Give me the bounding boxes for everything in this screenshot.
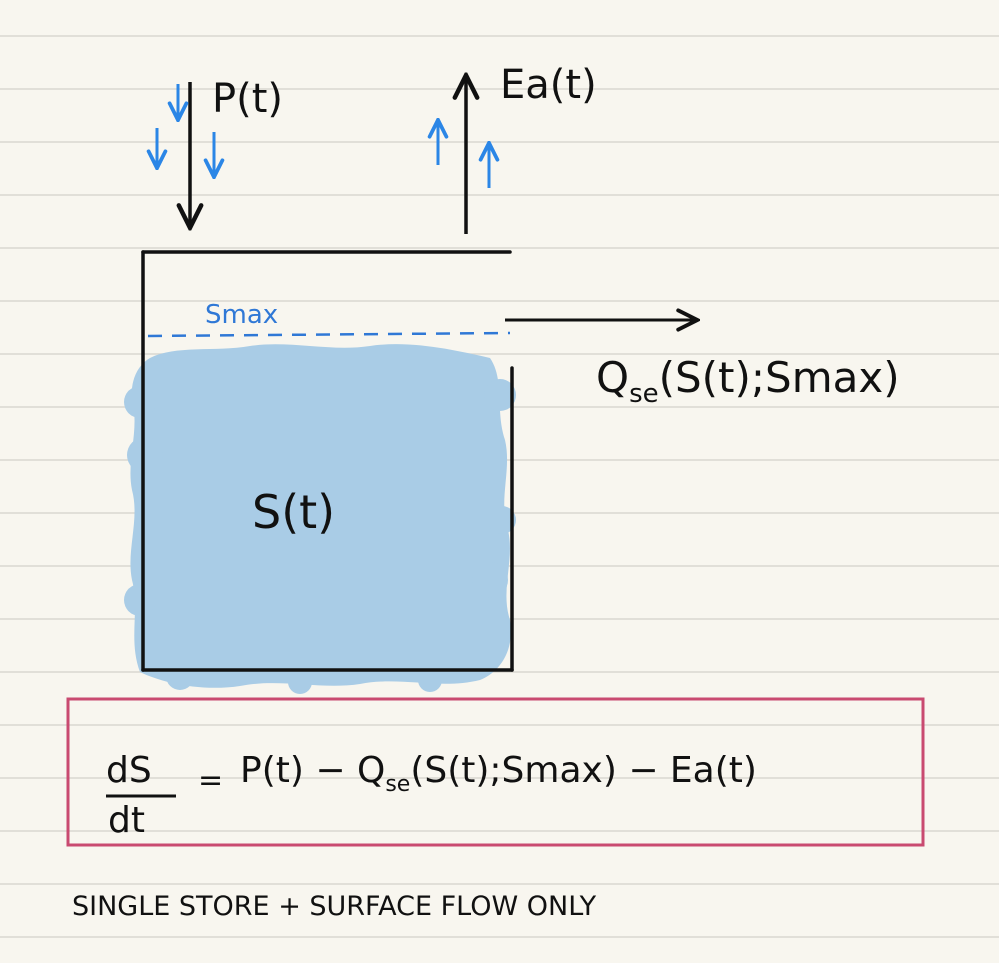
storage-bucket (141, 250, 514, 672)
equation-rhs-subscript: se (385, 772, 410, 797)
equation-rhs: P(t) − Qse(S(t);Smax) − Ea(t) (240, 750, 757, 797)
smax-label: Smax (205, 300, 278, 330)
storage-label: S(t) (252, 485, 335, 539)
outflow-label: Qse(S(t);Smax) (596, 353, 900, 409)
outflow-q: Q (596, 353, 629, 402)
outflow-args: (S(t);Smax) (659, 353, 900, 402)
equation-numerator: dS (106, 750, 152, 791)
water-storage-fill (124, 344, 516, 694)
outflow-subscript: se (629, 379, 659, 409)
evaporation-label: Ea(t) (500, 62, 597, 108)
equation-rhs-a: P(t) − Q (240, 750, 385, 791)
diagram-caption: SINGLE STORE + SURFACE FLOW ONLY (72, 891, 597, 922)
equation-rhs-b: (S(t);Smax) − Ea(t) (410, 750, 757, 791)
smax-threshold-line (147, 331, 511, 338)
precipitation-label: P(t) (212, 76, 283, 122)
equation-denominator: dt (108, 800, 145, 841)
equation-equals: = (198, 763, 223, 798)
equation-box (66, 697, 925, 847)
